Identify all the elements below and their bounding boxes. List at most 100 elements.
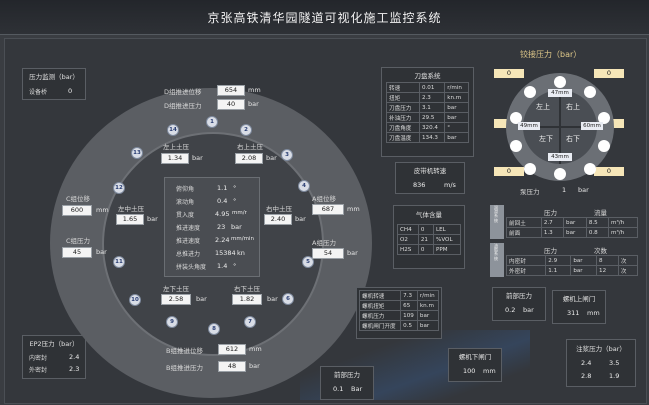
screw-unit: bar xyxy=(416,320,440,331)
hinge-quadrant-lr: 右下 xyxy=(566,135,580,143)
b-disp-unit: mm xyxy=(249,345,262,353)
center-row-value: 4.95 xyxy=(215,210,230,218)
ring-marker-2: 2 xyxy=(240,124,252,136)
soil-mid-right-value: 2.40 xyxy=(264,214,292,225)
ring-marker-5: 5 xyxy=(302,256,314,268)
gas-unit: LEL xyxy=(433,224,461,235)
c-disp-label: C组位移 xyxy=(66,195,91,203)
gas-label: CH4 xyxy=(397,224,419,235)
gas-label: O2 xyxy=(397,234,419,245)
screw-upper-gate-unit: mm xyxy=(587,309,600,317)
hinge-bolt xyxy=(584,163,596,175)
center-row-label: 推进速度 xyxy=(176,238,201,245)
hinge-press-value: 1 xyxy=(562,186,567,194)
lub-row-label: 前回土 xyxy=(506,217,542,228)
center-row-unit: mm/min xyxy=(231,236,254,242)
ring-marker-9: 9 xyxy=(166,316,178,328)
grout-value: 2.4 xyxy=(581,359,592,367)
ep2-title: EP2压力（bar） xyxy=(29,340,79,348)
cutter-unit: bar xyxy=(444,132,469,143)
hinge-top-left-value: 0 xyxy=(494,69,524,78)
cutter-label: 扭矩 xyxy=(386,92,420,103)
lub-header-flow: 流量 xyxy=(594,209,607,217)
ring-marker-4: 4 xyxy=(298,180,310,192)
cutter-unit: bar xyxy=(444,102,469,113)
belt-speed-value: 836 xyxy=(413,181,426,189)
grease-header-count: 次数 xyxy=(594,247,607,255)
hinge-quadrant-ll: 左下 xyxy=(539,135,553,143)
grease-row-label: 外密封 xyxy=(505,265,547,276)
lub-row-pressure-unit: bar xyxy=(563,217,587,228)
grease-row-count-unit: 次 xyxy=(617,255,639,266)
cutter-label: 刀盘压力 xyxy=(386,102,420,113)
ep2-outer-label: 外密封 xyxy=(29,367,48,374)
hinge-right-reading: 60mm xyxy=(581,122,603,130)
cutter-value: 320.4 xyxy=(418,122,446,133)
center-table: 俯仰角 1.1 ° 滚动角 0.4 ° 贯入度 4.95 mm/r 推进速度 2… xyxy=(164,177,260,277)
hinge-quadrant-ul: 左上 xyxy=(536,103,550,111)
hinge-bolt xyxy=(554,168,566,180)
belt-speed-panel: 皮带机转速 836 m/s xyxy=(395,162,465,194)
center-row-label: 俯仰角 xyxy=(176,186,195,193)
screw-unit: kn.m xyxy=(416,300,440,311)
d-disp-unit: mm xyxy=(248,86,261,94)
cutter-title: 刀盘系统 xyxy=(414,72,441,80)
soil-upper-left-label: 左上土压 xyxy=(163,143,189,151)
lub-row-flow: 0.8 xyxy=(585,227,610,238)
gas-value: 0 xyxy=(417,244,435,255)
tab-grease[interactable] xyxy=(490,243,504,277)
front-pressure-value: 0.2 xyxy=(505,306,516,314)
gas-value: 21 xyxy=(417,234,435,245)
screw-label: 螺机扭矩 xyxy=(358,300,402,311)
ring-marker-10: 10 xyxy=(129,294,141,306)
ep2-outer-value: 2.3 xyxy=(69,365,80,373)
screw-value: 0.5 xyxy=(400,320,418,331)
ep2-inner-value: 2.4 xyxy=(69,353,80,361)
center-row-unit: kn xyxy=(237,249,245,257)
ring-marker-11: 11 xyxy=(113,256,125,268)
cutter-label: 转速 xyxy=(386,82,420,93)
cutter-unit: ° xyxy=(444,122,469,133)
center-row-value: 1.4 xyxy=(217,262,228,270)
d-disp-value: 654 xyxy=(217,85,245,96)
pressure-monitor-label: 设备桥 xyxy=(29,89,48,96)
front-pressure-bottom-title: 前部压力 xyxy=(334,371,360,379)
d-press-unit: bar xyxy=(248,100,259,108)
center-row-unit: ° xyxy=(233,197,237,205)
cutter-value: 0.01 xyxy=(418,82,446,93)
grout-value: 1.9 xyxy=(609,372,620,380)
hinge-title: 铰接压力（bar） xyxy=(520,50,582,59)
b-press-label: B组推进压力 xyxy=(166,364,203,372)
b-press-unit: bar xyxy=(249,362,260,370)
lub-row-flow: 8.5 xyxy=(585,217,610,228)
a-press-value: 54 xyxy=(312,248,344,259)
center-row-value: 2.24 xyxy=(215,236,230,244)
a-disp-label: A组位移 xyxy=(312,195,336,203)
c-press-value: 45 xyxy=(62,247,92,258)
c-disp-value: 600 xyxy=(62,205,92,216)
hinge-top-right-value: 0 xyxy=(594,69,624,78)
tab-lubrication-label: 润滑系统 xyxy=(494,205,498,223)
lub-row-pressure: 2.7 xyxy=(540,217,565,228)
ep2-panel: EP2压力（bar） 内密封 2.4 外密封 2.3 xyxy=(22,335,86,379)
soil-upper-right-value: 2.08 xyxy=(235,153,263,164)
soil-upper-left-unit: bar xyxy=(192,154,203,162)
c-press-unit: bar xyxy=(96,248,107,256)
tab-lubrication[interactable] xyxy=(490,205,504,239)
belt-speed-title: 皮带机转速 xyxy=(413,167,447,175)
center-row-unit: bar xyxy=(231,223,242,231)
screw-value: 7.3 xyxy=(400,290,418,301)
cutter-unit: r/min xyxy=(444,82,469,93)
hinge-bolt xyxy=(510,140,522,152)
a-disp-value: 687 xyxy=(312,204,344,215)
cutter-unit: bar xyxy=(444,112,469,123)
page-title: 京张高铁清华园隧道可视化施工监控系统 xyxy=(207,11,442,25)
center-row-unit: ° xyxy=(233,184,237,192)
